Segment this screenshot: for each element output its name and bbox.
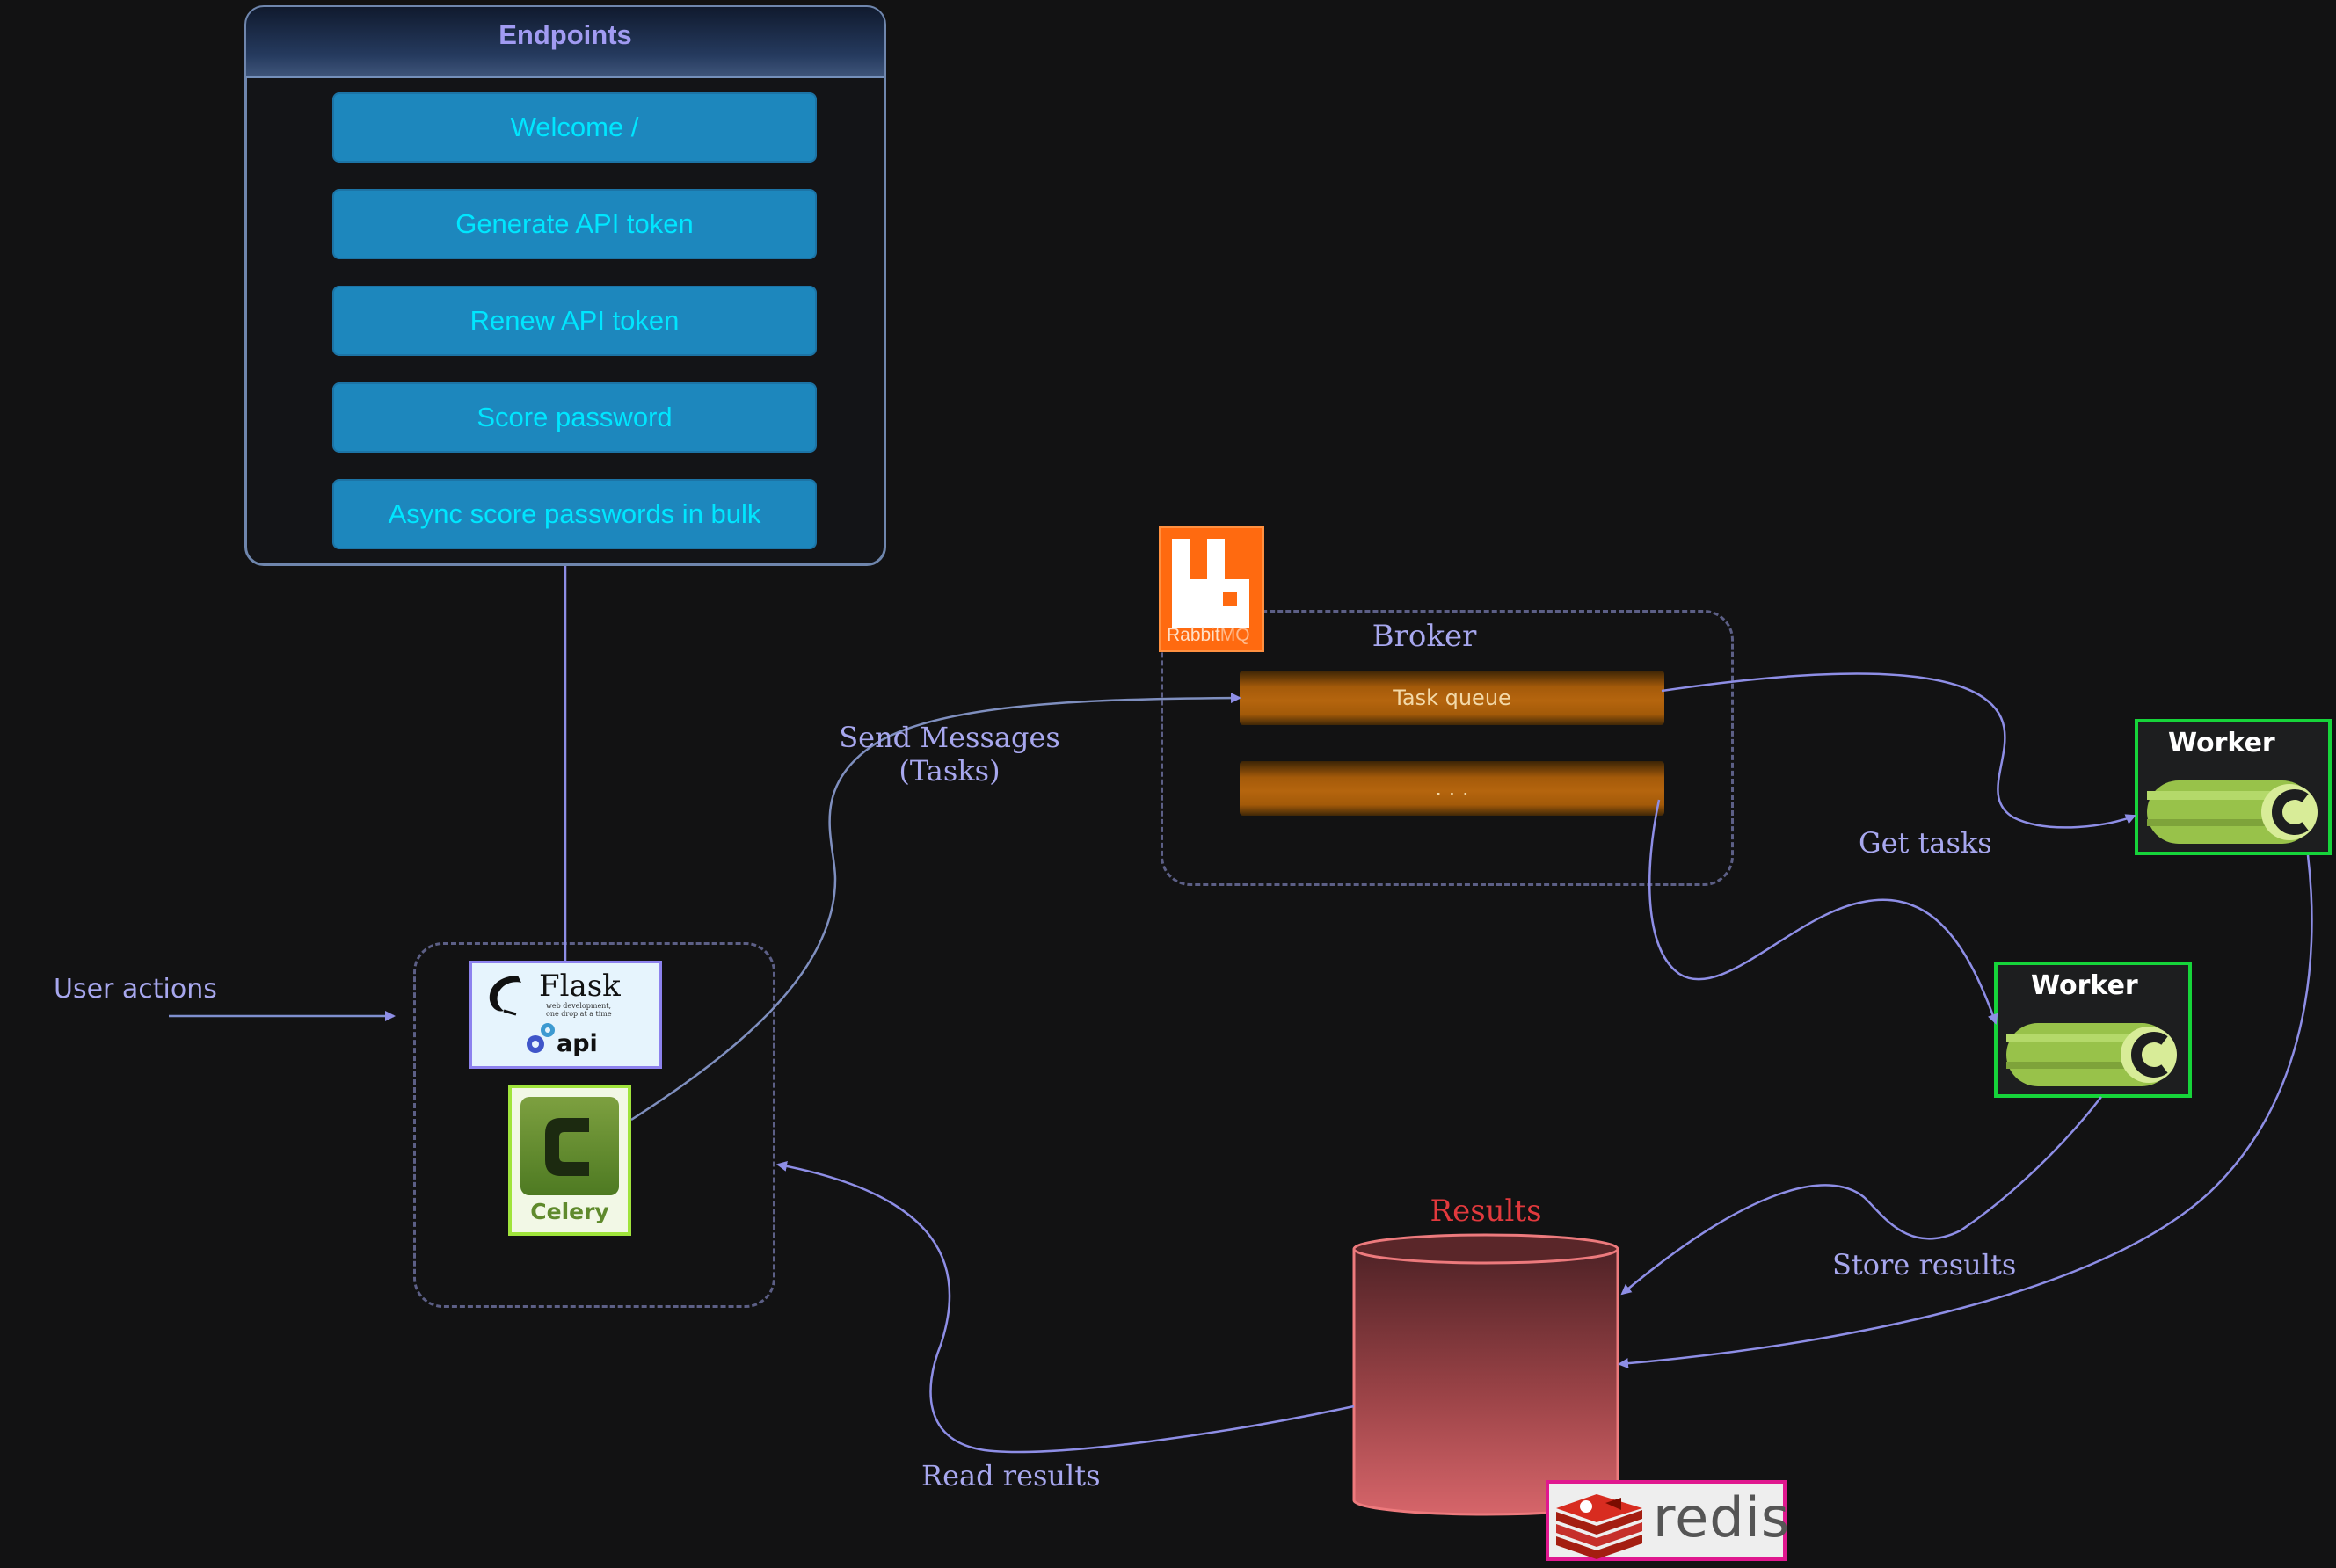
results-label: Results [1430, 1194, 1542, 1229]
edge-read-results [776, 1160, 1355, 1454]
endpoint-renew-api-token: Renew API token [332, 286, 817, 356]
celery-c-icon [520, 1097, 619, 1195]
flask-tagline: web development,one drop at a time [546, 1002, 612, 1018]
celery-wordmark: Celery [530, 1199, 609, 1224]
endpoint-generate-api-token: Generate API token [332, 189, 817, 259]
broker-label: Broker [1372, 619, 1477, 654]
flask-wordmark: Flask [539, 969, 621, 1004]
worker-2-title: Worker [2031, 970, 2138, 1001]
worker-stalk-icon [2147, 780, 2318, 844]
endpoints-title: Endpoints [498, 19, 632, 50]
flask-api-logo: Flask web development,one drop at a time… [469, 961, 662, 1069]
worker-1: Worker [2135, 719, 2332, 855]
label-store-results: Store results [1832, 1248, 2017, 1281]
queue-ellipsis: . . . [1240, 761, 1664, 816]
worker-1-title: Worker [2168, 728, 2275, 759]
app-container [413, 942, 775, 1308]
gear-icon [527, 1023, 555, 1053]
edge-store-results-1 [1620, 1096, 2102, 1296]
redis-wordmark: redis [1653, 1485, 1791, 1550]
endpoint-welcome: Welcome / [332, 92, 817, 163]
celery-logo: Celery [508, 1085, 631, 1236]
label-read-results: Read results [921, 1459, 1101, 1492]
endpoint-score-password: Score password [332, 382, 817, 453]
label-get-tasks: Get tasks [1859, 826, 1992, 860]
rabbitmq-logo: RabbitMQ [1159, 526, 1264, 652]
endpoints-header [246, 7, 884, 78]
api-wordmark: api [557, 1030, 598, 1057]
edge-send-messages [630, 693, 1241, 1122]
worker-2: Worker [1994, 962, 2192, 1098]
edge-get-tasks-1 [1661, 672, 2136, 829]
flask-horn-icon [489, 976, 521, 1016]
rabbitmq-wordmark: RabbitMQ [1167, 625, 1250, 645]
redis-logo: redis [1546, 1480, 1791, 1561]
broker-container [1161, 610, 1734, 886]
worker-stalk-icon [2006, 1023, 2177, 1086]
endpoint-async-bulk: Async score passwords in bulk [332, 479, 817, 549]
edge-get-tasks-2 [1648, 799, 1998, 1025]
edge-store-results-2 [1618, 854, 2313, 1369]
label-user-actions: User actions [54, 974, 217, 1005]
task-queue: Task queue [1240, 671, 1664, 725]
redis-cube-icon [1556, 1494, 1642, 1559]
label-send-messages: Send Messages (Tasks) [839, 721, 1060, 788]
rabbit-icon [1172, 539, 1249, 628]
